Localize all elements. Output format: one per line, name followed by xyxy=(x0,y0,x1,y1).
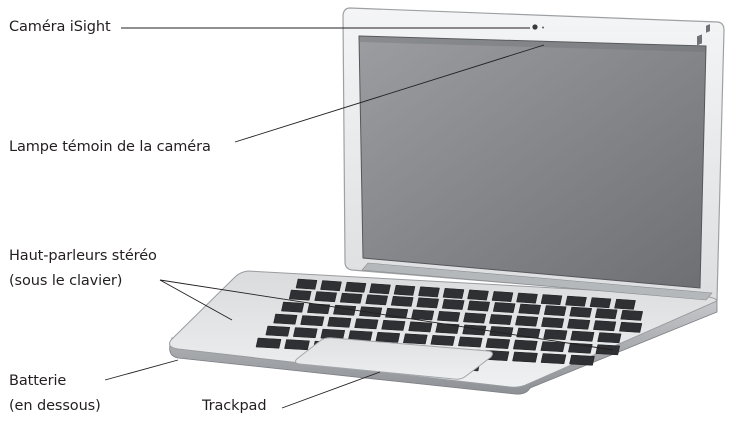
keyboard-key xyxy=(489,326,514,337)
leader-trackpad xyxy=(281,371,381,409)
keyboard-key xyxy=(492,302,516,313)
keyboard-key xyxy=(281,301,305,313)
camera-indicator-light xyxy=(542,26,544,29)
keyboard-key xyxy=(515,315,539,327)
keyboard-key xyxy=(416,297,440,309)
keyboard-key xyxy=(354,318,379,330)
leader-speakers-left xyxy=(159,279,233,321)
keyboard-key xyxy=(375,331,401,343)
keyboard-key xyxy=(284,339,310,351)
keyboard-key xyxy=(441,299,465,310)
keyboard-key xyxy=(565,295,587,307)
keyboard-key xyxy=(288,289,312,301)
keyboard-key xyxy=(540,353,567,365)
label-stereo-speakers-note: (sous le clavier) xyxy=(9,273,123,289)
keyboard-key xyxy=(485,338,511,349)
keyboard-key xyxy=(595,344,621,356)
keyboard-key xyxy=(512,351,538,363)
keyboard-key xyxy=(437,311,461,322)
keyboard-key xyxy=(569,306,593,318)
keyboard-key xyxy=(620,309,644,321)
keyboard-key xyxy=(518,303,542,315)
keyboard-key xyxy=(339,292,363,304)
leader-battery xyxy=(104,359,179,381)
screen-inner-edge xyxy=(359,36,706,52)
keyboard-key xyxy=(369,283,391,295)
keyboard-key xyxy=(359,306,383,318)
keyboard-key xyxy=(273,313,298,325)
leader-camera-light xyxy=(234,44,545,143)
keyboard-key xyxy=(381,319,406,331)
keyboard-key xyxy=(402,333,428,345)
usb-port xyxy=(697,34,702,46)
keyboard-key xyxy=(512,339,538,351)
keyboard-key xyxy=(390,295,414,307)
keyboard-key xyxy=(457,336,483,348)
keyboard-key xyxy=(411,309,435,321)
keyboard-key xyxy=(344,281,367,293)
keyboard-key xyxy=(408,321,433,333)
keyboard-key xyxy=(543,305,567,317)
keyboard-key xyxy=(543,329,568,341)
label-stereo-speakers: Haut-parleurs stéréo xyxy=(9,248,157,264)
keyboard-key xyxy=(333,304,357,316)
label-isight-camera: Caméra iSight xyxy=(9,19,111,35)
keyboard-key xyxy=(619,321,643,333)
keyboard-key xyxy=(594,308,618,320)
magsafe-port xyxy=(706,24,710,33)
keyboard-key xyxy=(491,291,514,302)
keyboard-key xyxy=(307,303,331,315)
label-battery-note: (en dessous) xyxy=(9,398,101,414)
hinge xyxy=(361,262,713,301)
keyboard-key xyxy=(541,317,565,329)
keyboard-key xyxy=(540,341,566,353)
keyboard-key xyxy=(467,300,491,312)
keyboard-key xyxy=(314,291,338,303)
keyboard-key xyxy=(320,280,342,292)
keyboard-key xyxy=(467,289,489,301)
keyboard-key xyxy=(365,294,389,306)
laptop-lid xyxy=(342,7,725,301)
keyboard-key xyxy=(442,288,465,299)
laptop-base xyxy=(169,24,718,395)
keyboard-key xyxy=(570,330,595,342)
keyboard-key xyxy=(516,292,538,304)
keyboard-key xyxy=(597,332,622,344)
label-trackpad: Trackpad xyxy=(202,398,267,414)
keyboard-key xyxy=(292,327,318,339)
keyboard-key xyxy=(300,315,325,327)
keyboard-key xyxy=(430,335,456,346)
base-bottom-edge xyxy=(169,299,718,395)
keyboard-key xyxy=(593,320,617,332)
keyboard-key xyxy=(540,294,563,306)
label-battery: Batterie xyxy=(9,373,67,389)
keyboard-key xyxy=(265,325,291,337)
trackpad-surface xyxy=(294,337,493,380)
keyboard-key xyxy=(393,284,416,296)
keyboard-key xyxy=(295,278,318,290)
keyboard-key xyxy=(567,318,591,330)
keyboard-key xyxy=(418,286,440,298)
keyboard-key xyxy=(255,337,282,349)
keyboard-key xyxy=(463,312,487,324)
keyboard-key xyxy=(614,298,636,310)
keyboard-key xyxy=(589,297,612,309)
keyboard-key xyxy=(435,323,460,334)
keyboard-key xyxy=(569,354,595,366)
leader-speakers-right xyxy=(159,279,614,351)
label-camera-indicator-light: Lampe témoin de la caméra xyxy=(9,139,211,155)
isight-camera-dot xyxy=(532,24,538,30)
keyboard-key xyxy=(489,314,513,325)
display-screen xyxy=(358,35,707,289)
keyboard-key xyxy=(327,316,352,328)
callout-lines xyxy=(104,27,614,409)
